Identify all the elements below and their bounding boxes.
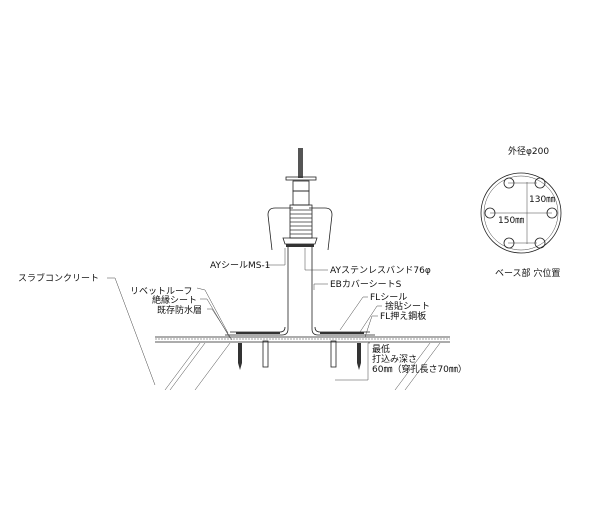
label-fl-plate: FL押え鋼板: [380, 310, 426, 322]
label-fl-seal: FLシール: [370, 293, 407, 303]
roof-layers: [155, 336, 450, 391]
base-plate: [225, 245, 375, 336]
bolt-holes: [484, 177, 558, 249]
pipe-fitting: [267, 148, 333, 251]
label-ay-seal: AYシールMS-1: [210, 261, 270, 271]
label-rivet-roof: リベットルーフ: [130, 287, 192, 297]
label-slab: スラブコンクリート: [18, 272, 99, 284]
label-dim-130: 130㎜: [529, 195, 555, 205]
label-dim-150: 150㎜: [498, 216, 524, 226]
label-insulation-sheet: 絶縁シート: [152, 294, 197, 306]
leader-lines: [107, 248, 382, 386]
label-outer-diameter: 外径φ200: [508, 145, 549, 157]
anchors: [238, 340, 361, 370]
label-eb-cover: EBカバーシートS: [330, 279, 402, 290]
label-depth-value: 60㎜（穿孔長さ70㎜）: [372, 363, 467, 375]
label-drive-depth: 打込み深さ: [372, 353, 417, 365]
label-sacrificial-sheet: 捨貼シート: [385, 300, 430, 312]
label-min: 最低: [372, 343, 390, 355]
label-existing-waterproof: 既存防水層: [157, 304, 202, 316]
label-ay-band: AYステンレスバンド76φ: [330, 265, 431, 276]
label-base-holes: ベース部 穴位置: [495, 267, 560, 279]
base-hole-plan: 外径φ200 130㎜ 150㎜ ベース部 穴位置: [480, 145, 562, 279]
